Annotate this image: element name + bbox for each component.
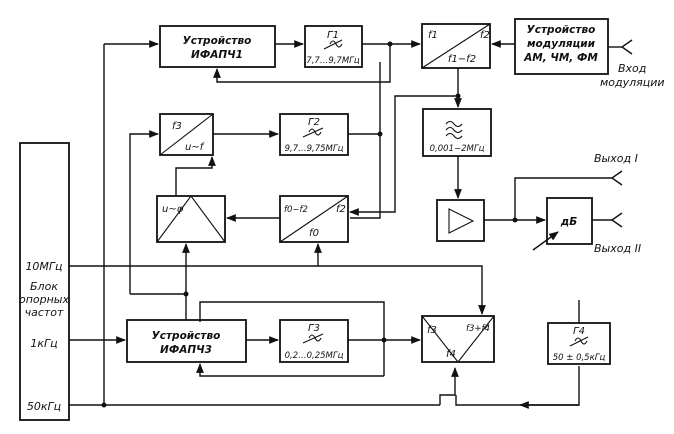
mixer-top-in2: f2	[480, 30, 490, 41]
ref-50khz-label: 50кГц	[27, 400, 61, 413]
generator-g4: Г4 50 ± 0,5кГц	[547, 322, 611, 365]
output-1-label: Выход I	[594, 152, 638, 165]
amplifier	[436, 199, 485, 242]
attenuator-label: дБ	[560, 216, 577, 228]
g3-tune-icon	[302, 333, 324, 344]
mixer-bottom-out: f4	[446, 349, 456, 360]
fu-conv-top: f3	[172, 121, 182, 132]
mixer-bottom: f3 f3+f4 f4	[421, 315, 495, 363]
g2-name: Г2	[308, 117, 320, 128]
g4-name: Г4	[573, 326, 585, 337]
g3-name: Г3	[308, 323, 320, 334]
mixer-mid-in2: f2	[336, 204, 346, 215]
mixer-mid-in1: f0−f2	[284, 205, 308, 215]
output-2-label: Выход II	[594, 242, 641, 255]
modulator-line2: модуляции	[527, 38, 596, 50]
ifapch3-line1: Устройство	[152, 330, 221, 342]
fu-conv-bottom: u~f	[185, 142, 205, 153]
ifapch1-line2: ИФАПЧ1	[191, 49, 243, 61]
g4-tune-icon	[569, 336, 589, 347]
reference-frequency-block: Блок опорных частот 10МГц 1кГц 50кГц	[19, 142, 70, 421]
attenuator: дБ	[532, 197, 593, 251]
attenuator-adjust-arrow	[532, 231, 559, 251]
amplifier-triangle-icon	[448, 208, 475, 234]
mixer-bottom-in1: f3	[427, 325, 437, 336]
modulator-line3: АМ, ЧМ, ФМ	[523, 52, 598, 64]
mixer-mid: f0−f2 f2 f0	[279, 195, 349, 243]
mixer-top-in1: f1	[428, 30, 438, 41]
g1-tune-icon	[323, 39, 343, 50]
mixer-mid-out: f0	[309, 228, 319, 239]
g4-range: 50 ± 0,5кГц	[553, 353, 606, 363]
phase-det-label: u~φ	[162, 204, 184, 215]
g1-name: Г1	[327, 30, 339, 41]
fu-converter: f3 u~f	[159, 113, 214, 156]
modulator-block: Устройство модуляции АМ, ЧМ, ФМ	[514, 18, 609, 75]
ifapch1-block: Устройство ИФАПЧ1	[159, 25, 276, 68]
phase-detector: u~φ	[156, 195, 226, 243]
mod-input-label-2: модуляции	[600, 76, 665, 89]
connection-wires: Вход модуляции Выход I Выход II	[69, 39, 665, 409]
filter-icon	[445, 120, 463, 140]
filter-range: 0,001−2МГц	[430, 144, 485, 154]
generator-g3: Г3 0,2…0,25МГц	[279, 319, 349, 363]
ref-10mhz-label: 10МГц	[25, 260, 62, 273]
mixer-bottom-in2: f3+f4	[466, 324, 490, 334]
mixer-top: f1 f2 f1−f2	[421, 23, 491, 69]
generator-g1: Г1 7,7…9,7МГц	[304, 25, 363, 68]
g2-tune-icon	[302, 127, 324, 138]
modulator-line1: Устройство	[527, 24, 596, 36]
generator-g2: Г2 9,7…9,75МГц	[279, 113, 349, 156]
ref-block-line1: Блок	[30, 280, 58, 293]
g1-range: 7,7…9,7МГц	[306, 56, 360, 66]
g2-range: 9,7…9,75МГц	[285, 144, 344, 154]
ifapch3-block: Устройство ИФАПЧ3	[126, 319, 247, 363]
g3-range: 0,2…0,25МГц	[285, 351, 344, 361]
bandpass-filter: 0,001−2МГц	[422, 108, 492, 157]
ifapch3-line2: ИФАПЧ3	[160, 344, 212, 356]
mixer-top-out: f1−f2	[448, 54, 476, 65]
ref-block-line2: опорных	[19, 293, 70, 306]
mod-input-label-1: Вход	[618, 62, 646, 75]
ref-block-line3: частот	[25, 306, 64, 319]
ref-1khz-label: 1кГц	[30, 337, 57, 350]
ifapch1-line1: Устройство	[183, 35, 252, 47]
